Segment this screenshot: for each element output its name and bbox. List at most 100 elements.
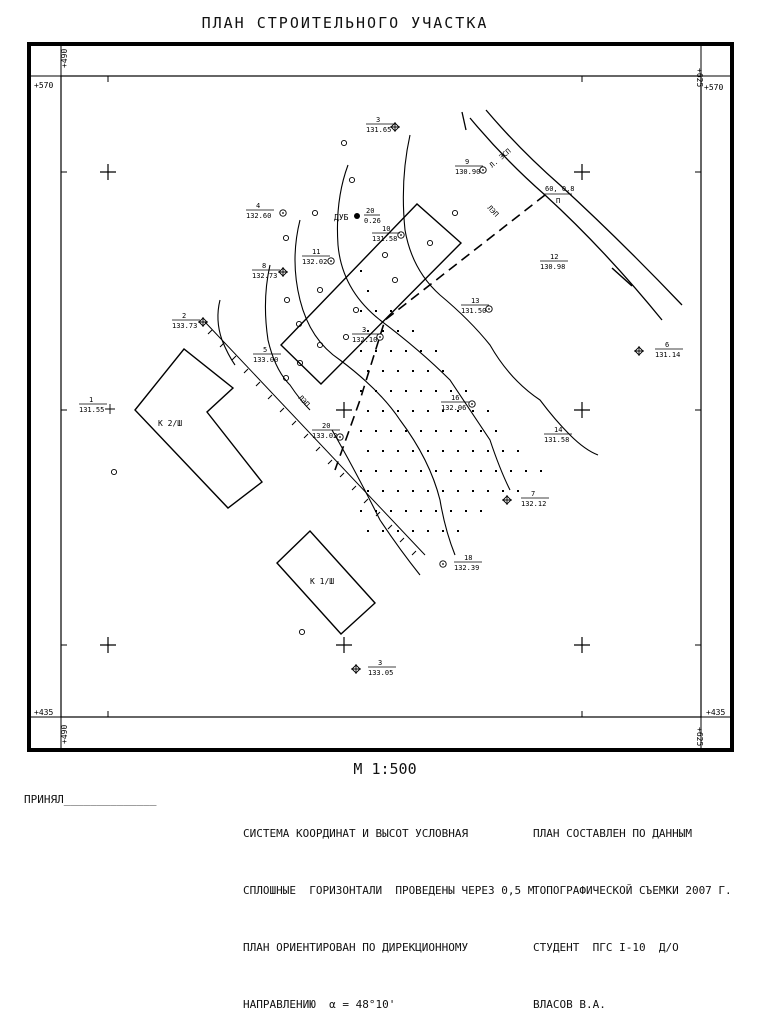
field-dot: [457, 530, 459, 532]
field-dot: [450, 510, 452, 512]
field-dot: [435, 470, 437, 472]
field-dot: [457, 410, 459, 412]
field-dot: [495, 430, 497, 432]
point-number: 20: [322, 422, 330, 430]
field-dot: [472, 490, 474, 492]
building-k1-label: К 1/Ш: [310, 577, 334, 586]
field-dot: [442, 530, 444, 532]
field-dot: [412, 450, 414, 452]
survey-point: 16 132.06: [441, 394, 476, 412]
field-dot: [427, 530, 429, 532]
point-marker-icon: [279, 209, 287, 217]
accepted-signature: ПРИНЯЛ______________: [24, 793, 157, 806]
note-line: ПЛАН ОРИЕНТИРОВАН ПО ДИРЕКЦИОННОМУ: [243, 941, 469, 954]
field-dot: [465, 510, 467, 512]
field-dot: [517, 490, 519, 492]
point-marker-icon: [278, 267, 288, 277]
shrub-icon: [282, 374, 290, 382]
road-label: Л. ЭСП: [488, 147, 513, 169]
point-center-icon: [282, 212, 284, 214]
field-dot: [420, 350, 422, 352]
field-dot: [420, 470, 422, 472]
point-number: 16: [451, 394, 459, 402]
field-dot: [442, 410, 444, 412]
field-dot: [390, 310, 392, 312]
field-dot: [367, 290, 369, 292]
field-dot: [360, 310, 362, 312]
notes-block: СИСТЕМА КООРДИНАТ И ВЫСОТ УСЛОВНАЯ СПЛОШ…: [243, 786, 534, 1033]
point-elevation: 132.06: [441, 404, 466, 412]
small-circles: [110, 139, 459, 636]
field-dot: [360, 390, 362, 392]
point-center-icon: [379, 336, 381, 338]
author-block: ПЛАН СОСТАВЛЕН ПО ДАННЫМ ТОПОГРАФИЧЕСКОЙ…: [533, 786, 732, 1033]
field-dot: [405, 510, 407, 512]
point-marker-icon: [485, 305, 493, 313]
fence-value-bottom: П: [556, 197, 560, 205]
point-elevation: 132.02: [302, 258, 327, 266]
shrub-icon: [352, 306, 360, 314]
field-dot: [360, 510, 362, 512]
point-marker-icon: [634, 346, 644, 356]
map-scale: М 1:500: [353, 760, 417, 778]
field-dot: [360, 350, 362, 352]
point-number: 3: [376, 116, 380, 124]
field-dot: [450, 390, 452, 392]
point-center-icon: [488, 308, 490, 310]
field-dot: [525, 470, 527, 472]
tree-label: ДУБ: [334, 213, 349, 222]
note-line: НАПРАВЛЕНИЮ α = 48°10': [243, 998, 396, 1011]
field-dot: [375, 430, 377, 432]
field-dot: [375, 310, 377, 312]
author-line: ВЛАСОВ В.А.: [533, 998, 606, 1011]
frame-label-bottom-left: +490: [60, 725, 69, 744]
inner-frame: [60, 75, 702, 718]
shrub-icon: [311, 209, 319, 217]
frame-label-right-top: +570: [704, 83, 723, 92]
field-dot: [382, 330, 384, 332]
survey-points: 1131.552133.733131.654132.605133.006131.…: [79, 116, 683, 677]
tree-val-bottom: 0.26: [364, 217, 381, 225]
field-dot: [487, 410, 489, 412]
shrub-icon: [296, 359, 304, 367]
field-dot: [427, 450, 429, 452]
frame-label-right-bottom: +435: [706, 708, 725, 717]
point-marker-icon: [397, 231, 405, 239]
field-dot: [375, 510, 377, 512]
shrub-icon: [426, 239, 434, 247]
field-dot: [397, 410, 399, 412]
point-center-icon: [482, 169, 484, 171]
field-dot: [397, 370, 399, 372]
building-k1: [276, 529, 376, 635]
note-line: СПЛОШНЫЕ ГОРИЗОНТАЛИ ПРОВЕДЕНЫ ЧЕРЕЗ 0,5…: [243, 884, 535, 897]
field-dot: [360, 430, 362, 432]
point-number: 11: [312, 248, 320, 256]
building-k2: [134, 348, 263, 509]
field-dot: [487, 450, 489, 452]
field-dot: [412, 410, 414, 412]
field-dot: [397, 530, 399, 532]
shrub-icon: [451, 209, 459, 217]
point-number: 9: [465, 158, 469, 166]
field-dot: [390, 470, 392, 472]
point-elevation: 131.14: [655, 351, 680, 359]
shrub-icon: [348, 176, 356, 184]
field-dot: [442, 370, 444, 372]
point-number: 14: [554, 426, 562, 434]
tree-val-top: 20: [366, 207, 374, 215]
field-dot: [397, 450, 399, 452]
survey-point: 11 132.02: [302, 248, 335, 266]
field-dot: [382, 410, 384, 412]
field-dot: [405, 350, 407, 352]
field-dot: [397, 330, 399, 332]
point-elevation: 133.00: [253, 356, 278, 364]
shrub-icon: [282, 234, 290, 242]
point-elevation: 133.05: [368, 669, 393, 677]
